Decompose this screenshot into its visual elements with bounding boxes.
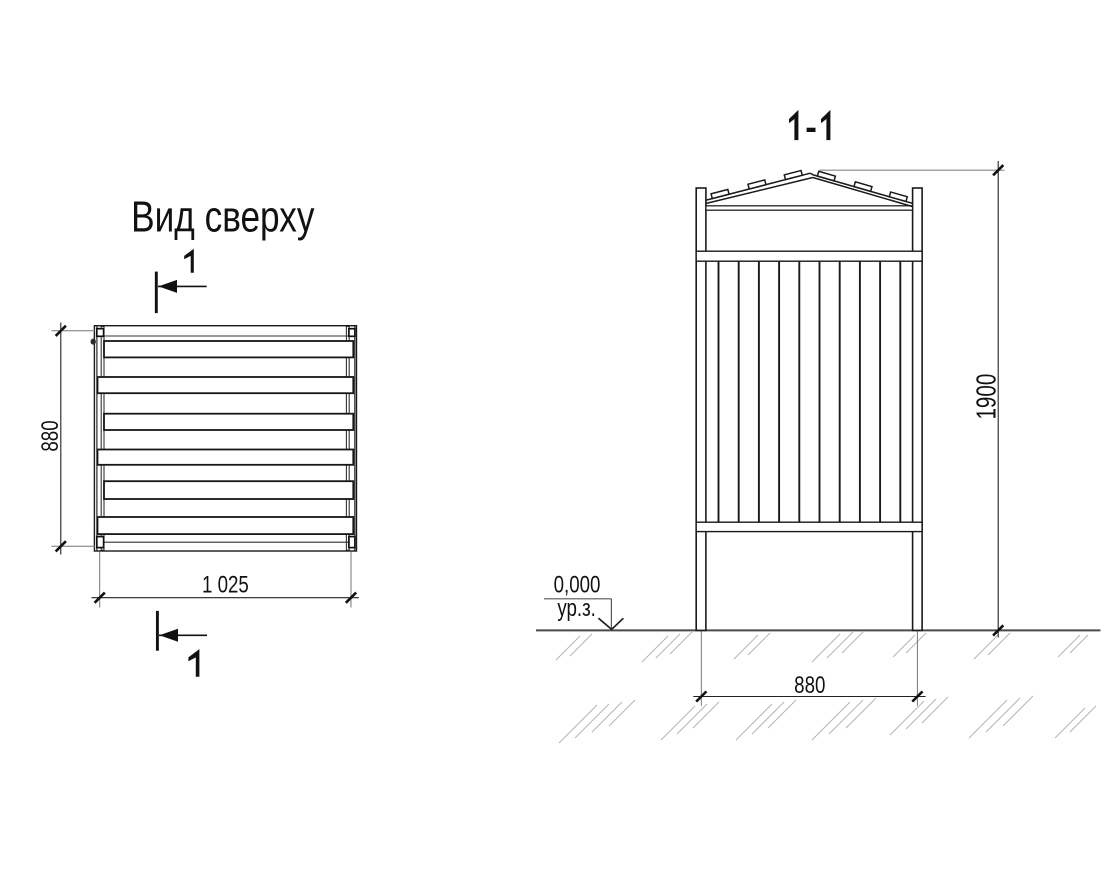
- svg-text:ур.з.: ур.з.: [557, 595, 596, 622]
- svg-text:880: 880: [794, 672, 825, 699]
- svg-text:1900: 1900: [972, 374, 1003, 420]
- svg-text:1 025: 1 025: [202, 571, 249, 598]
- svg-text:880: 880: [37, 420, 64, 451]
- svg-text:0,000: 0,000: [554, 571, 601, 598]
- svg-text:Вид сверху: Вид сверху: [131, 193, 314, 242]
